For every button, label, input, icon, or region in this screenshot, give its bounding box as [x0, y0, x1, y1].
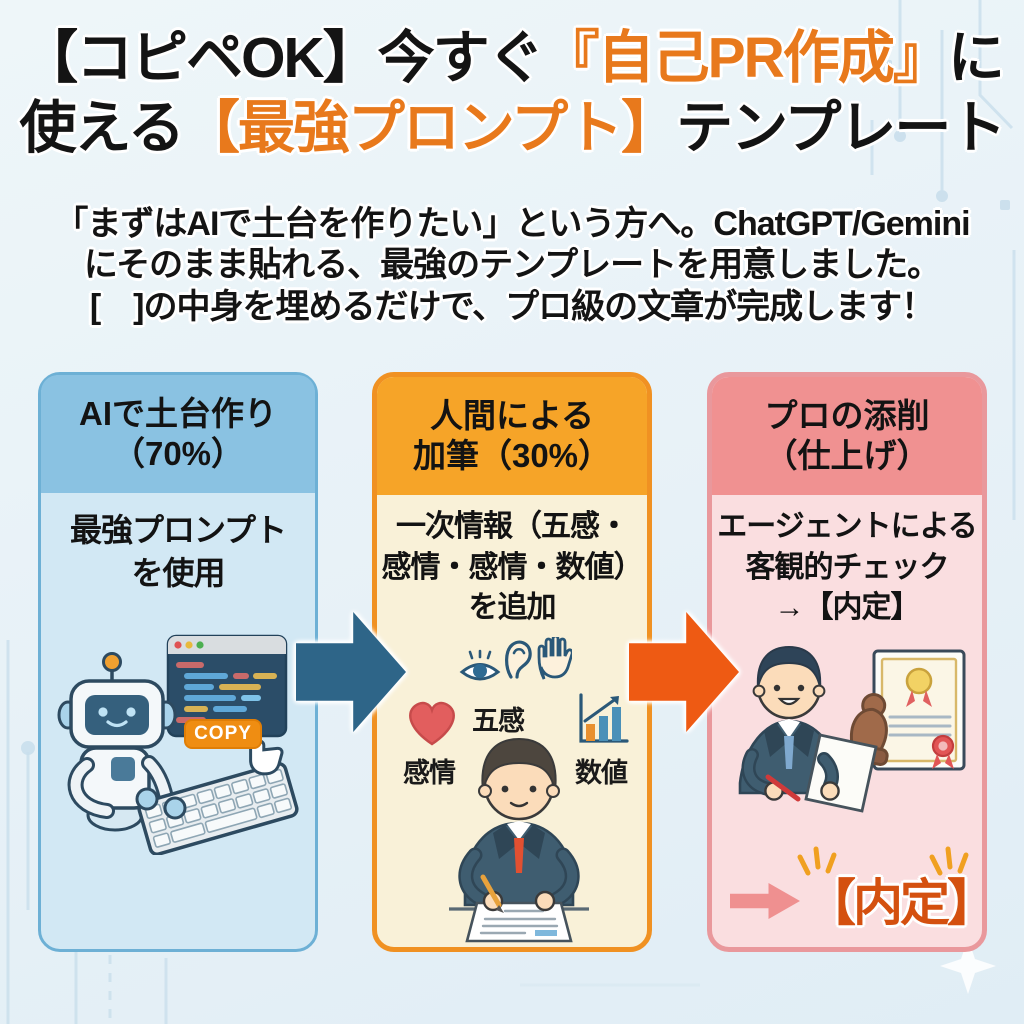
step3-header: プロの添削 （仕上げ）: [712, 377, 982, 495]
title-seg-highlight: 【最強プロンプト】: [182, 95, 678, 160]
subtitle-line-2: にそのまま貼れる、最強のテンプレートを用意しました。: [83, 246, 941, 285]
sparkle-glyph: [940, 938, 996, 994]
certificate-icon: [872, 649, 966, 771]
copy-button[interactable]: COPY: [184, 719, 262, 749]
result-arrow-icon: [730, 883, 800, 919]
agent-review-illustration: [738, 645, 966, 813]
title-seg: に: [947, 26, 1005, 90]
step2-header: 人間による 加筆（30%）: [377, 377, 647, 495]
flow-arrow-step1-to-step2: [296, 612, 406, 732]
step1-header-line1: AIで土台作り: [79, 394, 277, 432]
title-seg: テンプレート: [676, 95, 1006, 160]
person-writing-illustration: [449, 737, 589, 943]
subtitle-line-3: [ ]の中身を埋めるだけで、プロ級の文章が完成します！: [89, 287, 935, 326]
label-emotion: 感情: [403, 758, 456, 788]
title-seg: 使える: [19, 95, 185, 160]
subtitle-line-1: 「まずはAIで土台を作りたい」という方へ。ChatGPT/Gemini: [54, 205, 970, 243]
title-seg: 【コピペOK】今すぐ: [21, 26, 544, 90]
heart-icon: [409, 701, 455, 746]
flow-arrow-step2-to-step3: [629, 612, 739, 732]
ear-icon: [505, 640, 532, 679]
title-line-2: 使える【最強プロンプト】テンプレート: [0, 94, 1024, 164]
label-five-senses: 五感: [472, 706, 525, 736]
step2-body-text: 一次情報（五感・ 感情・感情・数値） を追加: [377, 507, 647, 629]
page-title: 【コピペOK】今すぐ『自己PR作成』に 使える【最強プロンプト】テンプレート: [0, 24, 1024, 163]
step-card-ai-draft: AIで土台作り （70%） 最強プロンプト を使用: [38, 372, 318, 952]
step3-body-line2: 客観的チェック: [745, 550, 950, 584]
step2-body-line1: 一次情報（五感・: [396, 510, 629, 543]
step1-body-line2: を使用: [131, 555, 225, 592]
step2-header-line2: 加筆（30%）: [412, 437, 612, 474]
title-line-1: 【コピペOK】今すぐ『自己PR作成』に: [0, 24, 1024, 94]
step1-header: AIで土台作り （70%）: [41, 375, 315, 493]
step2-body-line2: 感情・感情・数値）: [381, 550, 644, 584]
page-subtitle: 「まずはAIで土台を作りたい」という方へ。ChatGPT/Gemini にそのま…: [0, 204, 1024, 328]
step1-body-line1: 最強プロンプト: [69, 512, 287, 548]
agent-person-icon: [738, 645, 878, 813]
step-card-human-edit: 人間による 加筆（30%） 一次情報（五感・ 感情・感情・数値） を追加 五感 …: [372, 372, 652, 952]
hand-icon: [537, 637, 572, 680]
step3-header-line2: （仕上げ）: [764, 437, 930, 474]
step3-body-text: エージェントによる 客観的チェック →【内定】: [712, 507, 982, 629]
eye-icon: [459, 649, 501, 681]
label-numbers: 数値: [575, 758, 628, 788]
keyboard-icon: [137, 761, 299, 855]
step1-body-text: 最強プロンプト を使用: [41, 509, 315, 595]
result-naitei-label: 【内定】: [806, 875, 997, 931]
step1-header-line2: （70%）: [111, 435, 245, 472]
robot-illustration: [57, 634, 299, 855]
step3-header-line1: プロの添削: [764, 396, 930, 434]
step3-body-line3: →【内定】: [774, 591, 921, 624]
step2-body-line3: を追加: [468, 591, 557, 624]
step-card-pro-review: プロの添削 （仕上げ） エージェントによる 客観的チェック →【内定】: [707, 372, 997, 952]
bar-chart-icon: [579, 693, 629, 743]
robot-icon: [57, 652, 177, 832]
sparkle-lines-icon: [797, 846, 969, 876]
step3-body-line1: エージェントによる: [717, 510, 978, 543]
step2-header-line1: 人間による: [429, 396, 594, 434]
title-seg-highlight: 『自己PR作成』: [542, 26, 950, 90]
